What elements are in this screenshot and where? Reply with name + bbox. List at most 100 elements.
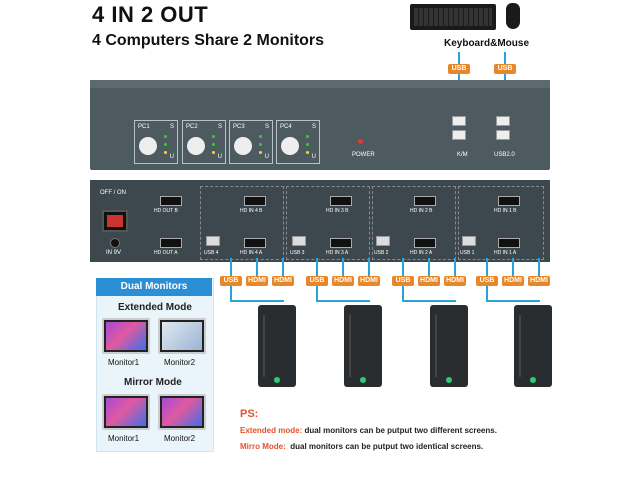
pc4-u-label: U xyxy=(311,154,316,160)
pc4-button-group[interactable]: PC4 S U xyxy=(276,120,320,164)
pc2-button-group[interactable]: PC2 S U xyxy=(182,120,226,164)
computer-tower-4 xyxy=(514,305,552,387)
cable-g1-hdmi-2 xyxy=(282,258,284,276)
pc3-select-button[interactable] xyxy=(234,137,252,155)
cable-g1-bus xyxy=(230,300,284,302)
cable-g3-usb xyxy=(402,258,404,276)
hdmi-in-4a-label: HD IN 4 A xyxy=(240,250,263,256)
hdmi-in-1b-port[interactable] xyxy=(498,196,520,206)
pc4-select-button[interactable] xyxy=(281,137,299,155)
mirror-monitor-2-label: Monitor2 xyxy=(164,434,196,443)
usb-2-label: USB 2 xyxy=(374,250,389,256)
kvm-front-top-edge xyxy=(90,80,550,88)
mirror-mode-title: Mirror Mode xyxy=(124,377,182,388)
hdmi-out-a-port[interactable] xyxy=(160,238,182,248)
keyboard-icon xyxy=(410,4,496,30)
pc2-led-s xyxy=(212,135,215,138)
cable-tag-g1-hdmi-2: HDMI xyxy=(272,276,294,286)
cable-g3-hdmi-2 xyxy=(454,258,456,276)
pc2-label: PC2 xyxy=(186,124,198,130)
km-usb-port-2[interactable] xyxy=(452,130,466,140)
input-group-2 xyxy=(372,186,456,260)
usb-2-port[interactable] xyxy=(376,236,390,246)
power-switch[interactable] xyxy=(102,210,128,232)
cable-g2-hdmi-2 xyxy=(368,258,370,276)
computer-tower-1 xyxy=(258,305,296,387)
tower-3-power-icon xyxy=(446,377,452,383)
computer-tower-2 xyxy=(344,305,382,387)
cable-g1-hdmi-1 xyxy=(256,258,258,276)
cable-g4-hdmi-2 xyxy=(538,258,540,276)
tower-2-power-icon xyxy=(360,377,366,383)
usb2-port-1[interactable] xyxy=(496,116,510,126)
usb-4-port[interactable] xyxy=(206,236,220,246)
km-usb-port-1[interactable] xyxy=(452,116,466,126)
pc1-label: PC1 xyxy=(138,124,150,130)
pc1-s-label: S xyxy=(169,124,174,130)
keyboard-mouse-label: Keyboard&Mouse xyxy=(444,38,530,49)
pc1-led-mid xyxy=(164,143,167,146)
cable-g1-usb xyxy=(230,258,232,276)
pc2-s-label: S xyxy=(217,124,222,130)
extended-monitor-1-label: Monitor1 xyxy=(108,358,140,367)
kvm-back-panel xyxy=(90,180,550,262)
pc1-select-button[interactable] xyxy=(139,137,157,155)
power-switch-rocker-icon xyxy=(107,215,123,227)
mirror-note-text: dual monitors can be putput two identica… xyxy=(285,442,484,451)
ps-label: PS: xyxy=(240,408,259,420)
cable-tag-g3-usb: USB xyxy=(392,276,414,286)
pc2-led-mid xyxy=(212,143,215,146)
tower-4-power-icon xyxy=(530,377,536,383)
cable-g3-bus xyxy=(402,300,456,302)
pc3-led-s xyxy=(259,135,262,138)
usb2-port-2[interactable] xyxy=(496,130,510,140)
cable-g4-usb xyxy=(486,258,488,276)
hdmi-in-2a-port[interactable] xyxy=(414,238,436,248)
usb-1-port[interactable] xyxy=(462,236,476,246)
hdmi-in-3b-port[interactable] xyxy=(330,196,352,206)
hdmi-in-3a-port[interactable] xyxy=(330,238,352,248)
extended-monitor-2-icon xyxy=(158,318,206,354)
hdmi-out-b-port[interactable] xyxy=(160,196,182,206)
pc2-u-label: U xyxy=(217,154,222,160)
pc1-led-u xyxy=(164,151,167,154)
tower-1-power-icon xyxy=(274,377,280,383)
cable-g4-hdmi-1 xyxy=(512,258,514,276)
extended-mode-title: Extended Mode xyxy=(118,302,192,313)
hdmi-in-2b-port[interactable] xyxy=(414,196,436,206)
computer-tower-3 xyxy=(430,305,468,387)
hdmi-in-2b-label: HD IN 2 B xyxy=(410,208,433,214)
mirror-note-label: Mirro Mode: xyxy=(240,442,286,451)
hdmi-in-1a-port[interactable] xyxy=(498,238,520,248)
usb2-port-label: USB2.0 xyxy=(494,152,515,158)
usb-cable-mouse xyxy=(504,52,506,64)
mouse-icon xyxy=(506,3,520,29)
pc3-button-group[interactable]: PC3 S U xyxy=(229,120,273,164)
cable-tag-g1-hdmi-1: HDMI xyxy=(246,276,268,286)
input-group-3 xyxy=(286,186,370,260)
dc-input-label: IN 9V xyxy=(106,250,122,256)
cable-tag-g4-usb: USB xyxy=(476,276,498,286)
input-group-4 xyxy=(200,186,284,260)
pc1-button-group[interactable]: PC1 S U xyxy=(134,120,178,164)
pc3-label: PC3 xyxy=(233,124,245,130)
pc1-u-label: U xyxy=(169,154,174,160)
cable-g2-usb xyxy=(316,258,318,276)
hdmi-in-3b-label: HD IN 3 B xyxy=(326,208,349,214)
hdmi-in-3a-label: HD IN 3 A xyxy=(326,250,349,256)
km-port-label: K/M xyxy=(457,152,468,158)
power-switch-label: OFF / ON xyxy=(100,190,126,196)
hdmi-in-4b-port[interactable] xyxy=(244,196,266,206)
pc4-led-u xyxy=(306,151,309,154)
pc3-led-u xyxy=(259,151,262,154)
hdmi-in-1a-label: HD IN 1 A xyxy=(494,250,517,256)
headline-title: 4 IN 2 OUT xyxy=(92,2,209,27)
pc2-select-button[interactable] xyxy=(187,137,205,155)
usb-3-port[interactable] xyxy=(292,236,306,246)
hdmi-in-4a-port[interactable] xyxy=(244,238,266,248)
cable-g2-hdmi-1 xyxy=(342,258,344,276)
headline-subtitle: 4 Computers Share 2 Monitors xyxy=(92,32,325,49)
usb-4-label: USB 4 xyxy=(204,250,219,256)
pc1-led-s xyxy=(164,135,167,138)
mirror-monitor-1-icon xyxy=(102,394,150,430)
